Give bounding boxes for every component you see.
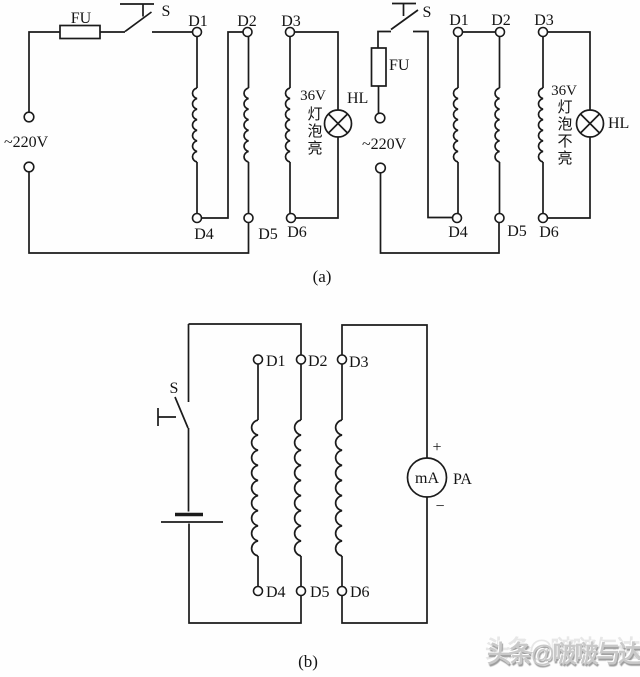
winding-d2-d5 xyxy=(494,87,501,163)
winding-d2-d5 xyxy=(243,87,250,163)
fuse-label: FU xyxy=(389,57,410,74)
fuse-label: FU xyxy=(71,10,92,27)
wiring xyxy=(28,31,339,254)
ammeter-icon xyxy=(406,457,448,498)
wiring xyxy=(187,323,428,624)
note-char-2: 泡 xyxy=(557,116,572,133)
meter-minus-label: − xyxy=(435,498,444,515)
terminal-label-d4: D4 xyxy=(194,226,214,243)
terminal-label-d5: D5 xyxy=(507,223,527,240)
note-char-3: 不 xyxy=(557,134,572,150)
switch-label: S xyxy=(170,380,179,397)
note-voltage: 36V xyxy=(551,83,577,99)
note-char-3: 亮 xyxy=(307,140,322,157)
terminal-label-d5: D5 xyxy=(258,226,278,243)
source-label: ~220V xyxy=(362,136,407,153)
terminal-label-d3: D3 xyxy=(349,354,369,371)
terminal-label-d6: D6 xyxy=(539,224,559,241)
wiring xyxy=(377,30,591,254)
terminal-d2 xyxy=(242,26,253,38)
note-char-1: 灯 xyxy=(557,99,572,116)
terminal-label-d2: D2 xyxy=(308,353,328,370)
winding-d1-d4 xyxy=(452,87,459,163)
terminal-d4 xyxy=(252,585,264,597)
terminal-label-d2: D2 xyxy=(491,12,511,29)
terminal-d5 xyxy=(494,212,505,224)
winding-d3-d6 xyxy=(537,87,544,163)
source-terminal-top xyxy=(23,111,35,123)
switch-icon xyxy=(157,396,189,429)
battery-icon xyxy=(161,512,223,523)
terminal-d2 xyxy=(295,354,307,365)
fuse-icon xyxy=(370,47,387,87)
switch-icon xyxy=(120,3,154,33)
terminal-label-d1: D1 xyxy=(188,13,208,30)
section-a-label: (a) xyxy=(313,267,332,286)
terminal-d3 xyxy=(284,26,296,38)
terminal-d3 xyxy=(537,26,549,38)
watermark-text: 头条@啵啵与达达 xyxy=(487,641,640,668)
terminal-d4 xyxy=(451,212,463,224)
switch-label: S xyxy=(162,3,171,20)
terminal-d6 xyxy=(336,585,348,597)
terminal-d2 xyxy=(494,26,506,38)
lamp-icon xyxy=(323,109,353,138)
source-terminal-top xyxy=(374,112,386,124)
winding-d1-d4 xyxy=(250,419,259,557)
terminal-d1 xyxy=(191,26,203,38)
note-char-1: 灯 xyxy=(307,106,322,123)
circuit-b: S D1 D2 D3 D4 D5 D6 + mA PA − xyxy=(157,323,472,624)
lamp-label: HL xyxy=(347,90,368,107)
note-char-2: 泡 xyxy=(307,123,322,140)
source-terminal-bottom xyxy=(374,162,387,174)
terminal-d1 xyxy=(452,26,464,38)
winding-d3-d6 xyxy=(284,87,291,163)
lamp-label: HL xyxy=(608,115,629,132)
source-label: ~220V xyxy=(4,134,49,151)
terminal-label-d5: D5 xyxy=(310,584,330,601)
meter-dial-label: mA xyxy=(415,470,439,487)
terminal-label-d6: D6 xyxy=(350,584,370,601)
meter-name-label: PA xyxy=(453,471,472,488)
meter-plus-label: + xyxy=(432,439,441,456)
note-char-4: 亮 xyxy=(557,150,572,167)
terminal-label-d4: D4 xyxy=(448,224,468,241)
winding-d1-d4 xyxy=(191,87,198,163)
terminal-d6 xyxy=(285,212,297,224)
terminal-d4 xyxy=(191,212,203,224)
terminal-label-d2: D2 xyxy=(237,13,257,30)
circuit-a-right: S FU ~220V D1 D2 D3 D4 D5 D6 HL 36V 灯 泡 … xyxy=(362,2,629,254)
terminal-label-d3: D3 xyxy=(281,13,301,30)
winding-d3-d6 xyxy=(334,419,343,557)
terminal-label-d1: D1 xyxy=(266,353,286,370)
terminal-label-d6: D6 xyxy=(287,224,307,241)
source-terminal-bottom xyxy=(23,161,35,173)
section-b-label: (b) xyxy=(298,652,318,671)
terminal-d3 xyxy=(336,354,348,365)
switch-icon xyxy=(390,2,419,31)
terminal-d6 xyxy=(537,212,549,224)
note-voltage: 36V xyxy=(300,88,326,104)
terminal-d5 xyxy=(243,212,254,224)
terminal-label-d4: D4 xyxy=(266,584,286,601)
lamp-icon xyxy=(575,109,605,138)
switch-label: S xyxy=(423,4,432,21)
terminal-label-d1: D1 xyxy=(449,12,469,29)
winding-d2-d5 xyxy=(293,419,302,557)
circuit-a-left: FU S ~220V D1 D2 D3 D4 D5 D6 HL 36V 灯 泡 … xyxy=(4,3,368,254)
terminal-d5 xyxy=(295,585,307,597)
terminal-d1 xyxy=(252,354,264,365)
terminal-label-d3: D3 xyxy=(534,12,554,29)
fuse-icon xyxy=(59,24,101,40)
